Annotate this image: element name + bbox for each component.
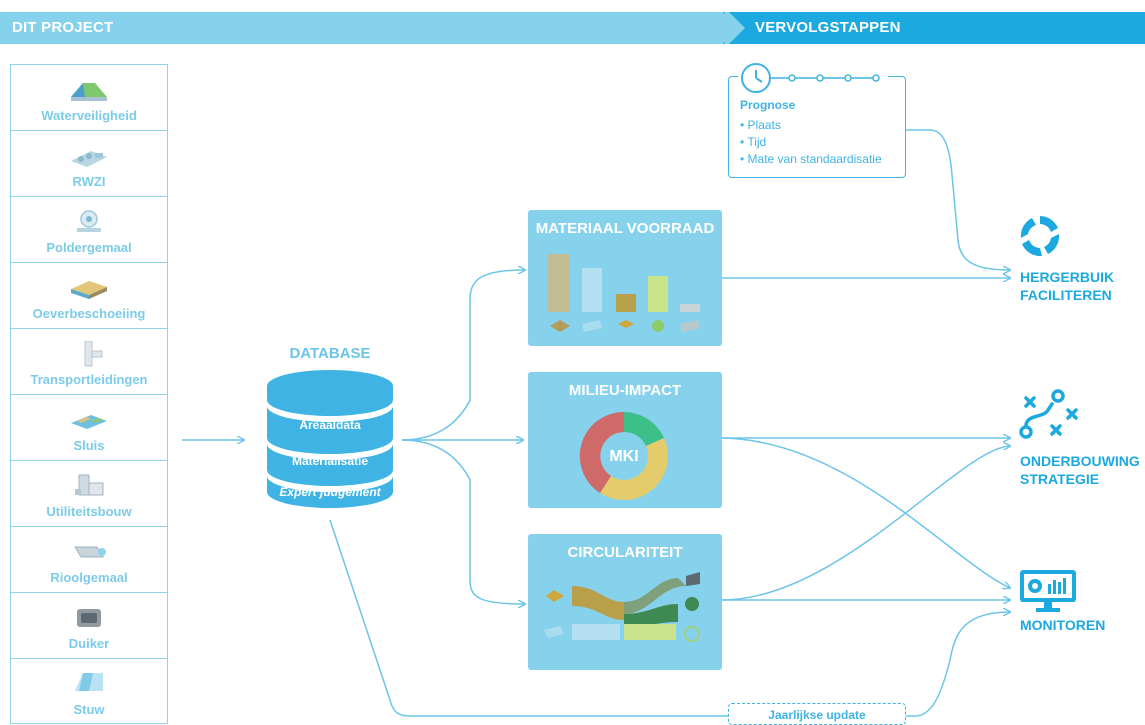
header-right-bar	[723, 12, 1145, 44]
asset-label: Stuw	[73, 702, 105, 717]
asset-item: Rioolgemaal	[11, 527, 167, 593]
circular-title: CIRCULARITEIT	[567, 544, 683, 561]
prognose-item: • Tijd	[740, 135, 767, 149]
asset-label: Waterveiligheid	[41, 108, 137, 123]
output-reuse-line1: HERGERBUIK	[1020, 269, 1115, 285]
dike-icon	[71, 83, 107, 101]
treatment-plant-icon	[71, 151, 107, 167]
database-layer-3: Expert judgement	[279, 485, 381, 499]
pipes-icon	[84, 341, 103, 367]
impact-title: MILIEU-IMPACT	[568, 382, 682, 399]
output-strategy-line1: ONDERBOUWING	[1020, 453, 1140, 469]
database-layer-1: Areaaldata	[299, 418, 361, 432]
asset-item: Transportleidingen	[11, 329, 167, 395]
header-left-bar	[0, 12, 735, 44]
weir-icon	[75, 673, 103, 691]
building-icon	[75, 474, 104, 496]
material-icons	[550, 320, 700, 332]
circular-flow	[544, 572, 700, 642]
circular-to-strategy	[721, 446, 1010, 601]
asset-label: Poldergemaal	[46, 240, 132, 255]
asset-item: Oeverbeschoeiing	[11, 263, 167, 329]
asset-label: Rioolgemaal	[50, 570, 128, 585]
header-right-title: VERVOLGSTAPPEN	[755, 19, 901, 36]
strategy-icon	[1019, 389, 1078, 439]
recycle-icon	[1020, 216, 1060, 257]
asset-label: Oeverbeschoeiing	[32, 306, 146, 321]
material-bars	[548, 254, 700, 332]
db-to-circular-arrow	[401, 439, 525, 604]
header-left-title: DIT PROJECT	[12, 19, 114, 36]
database-layer-2: Materialisatie	[291, 454, 369, 468]
lock-icon	[71, 415, 107, 429]
asset-item: Utiliteitsbouw	[11, 461, 167, 527]
impact-center-label: MKI	[609, 448, 639, 465]
prognose-item: • Plaats	[740, 118, 781, 132]
sewer-pump-icon	[74, 546, 106, 558]
clock-timeline-icon	[738, 63, 888, 94]
asset-item: RWZI	[11, 131, 167, 197]
impact-donut	[579, 411, 668, 501]
pump-icon	[77, 210, 101, 232]
update-label: Jaarlijkse update	[768, 708, 866, 722]
update-to-monitor	[906, 612, 1010, 717]
prognose-item: • Mate van standaardisatie	[740, 152, 882, 166]
impact-to-monitor	[721, 437, 1010, 588]
asset-label: Sluis	[73, 438, 105, 453]
asset-label: RWZI	[72, 174, 106, 189]
update-line-left	[329, 519, 728, 717]
culvert-icon	[77, 609, 101, 627]
asset-list: Waterveiligheid RWZI Poldergemaal	[10, 64, 168, 724]
asset-label: Transportleidingen	[30, 372, 148, 387]
database-icon	[267, 370, 393, 508]
asset-item: Duiker	[11, 593, 167, 659]
material-title: MATERIAAL VOORRAAD	[535, 220, 715, 237]
prognose-title: Prognose	[740, 98, 796, 112]
asset-label: Utiliteitsbouw	[46, 504, 132, 519]
asset-label: Duiker	[68, 636, 110, 651]
output-strategy-line2: STRATEGIE	[1020, 471, 1100, 487]
bank-protection-icon	[71, 281, 107, 299]
database-title: DATABASE	[289, 345, 371, 362]
monitor-icon	[1020, 570, 1076, 612]
asset-item: Stuw	[11, 659, 167, 723]
asset-item: Poldergemaal	[11, 197, 167, 263]
output-monitor: MONITOREN	[1020, 617, 1106, 633]
asset-item: Sluis	[11, 395, 167, 461]
output-reuse-line2: FACILITEREN	[1020, 287, 1112, 303]
asset-item: Waterveiligheid	[11, 65, 167, 131]
prognose-to-reuse	[906, 129, 1010, 270]
db-to-material-arrow	[401, 270, 525, 441]
